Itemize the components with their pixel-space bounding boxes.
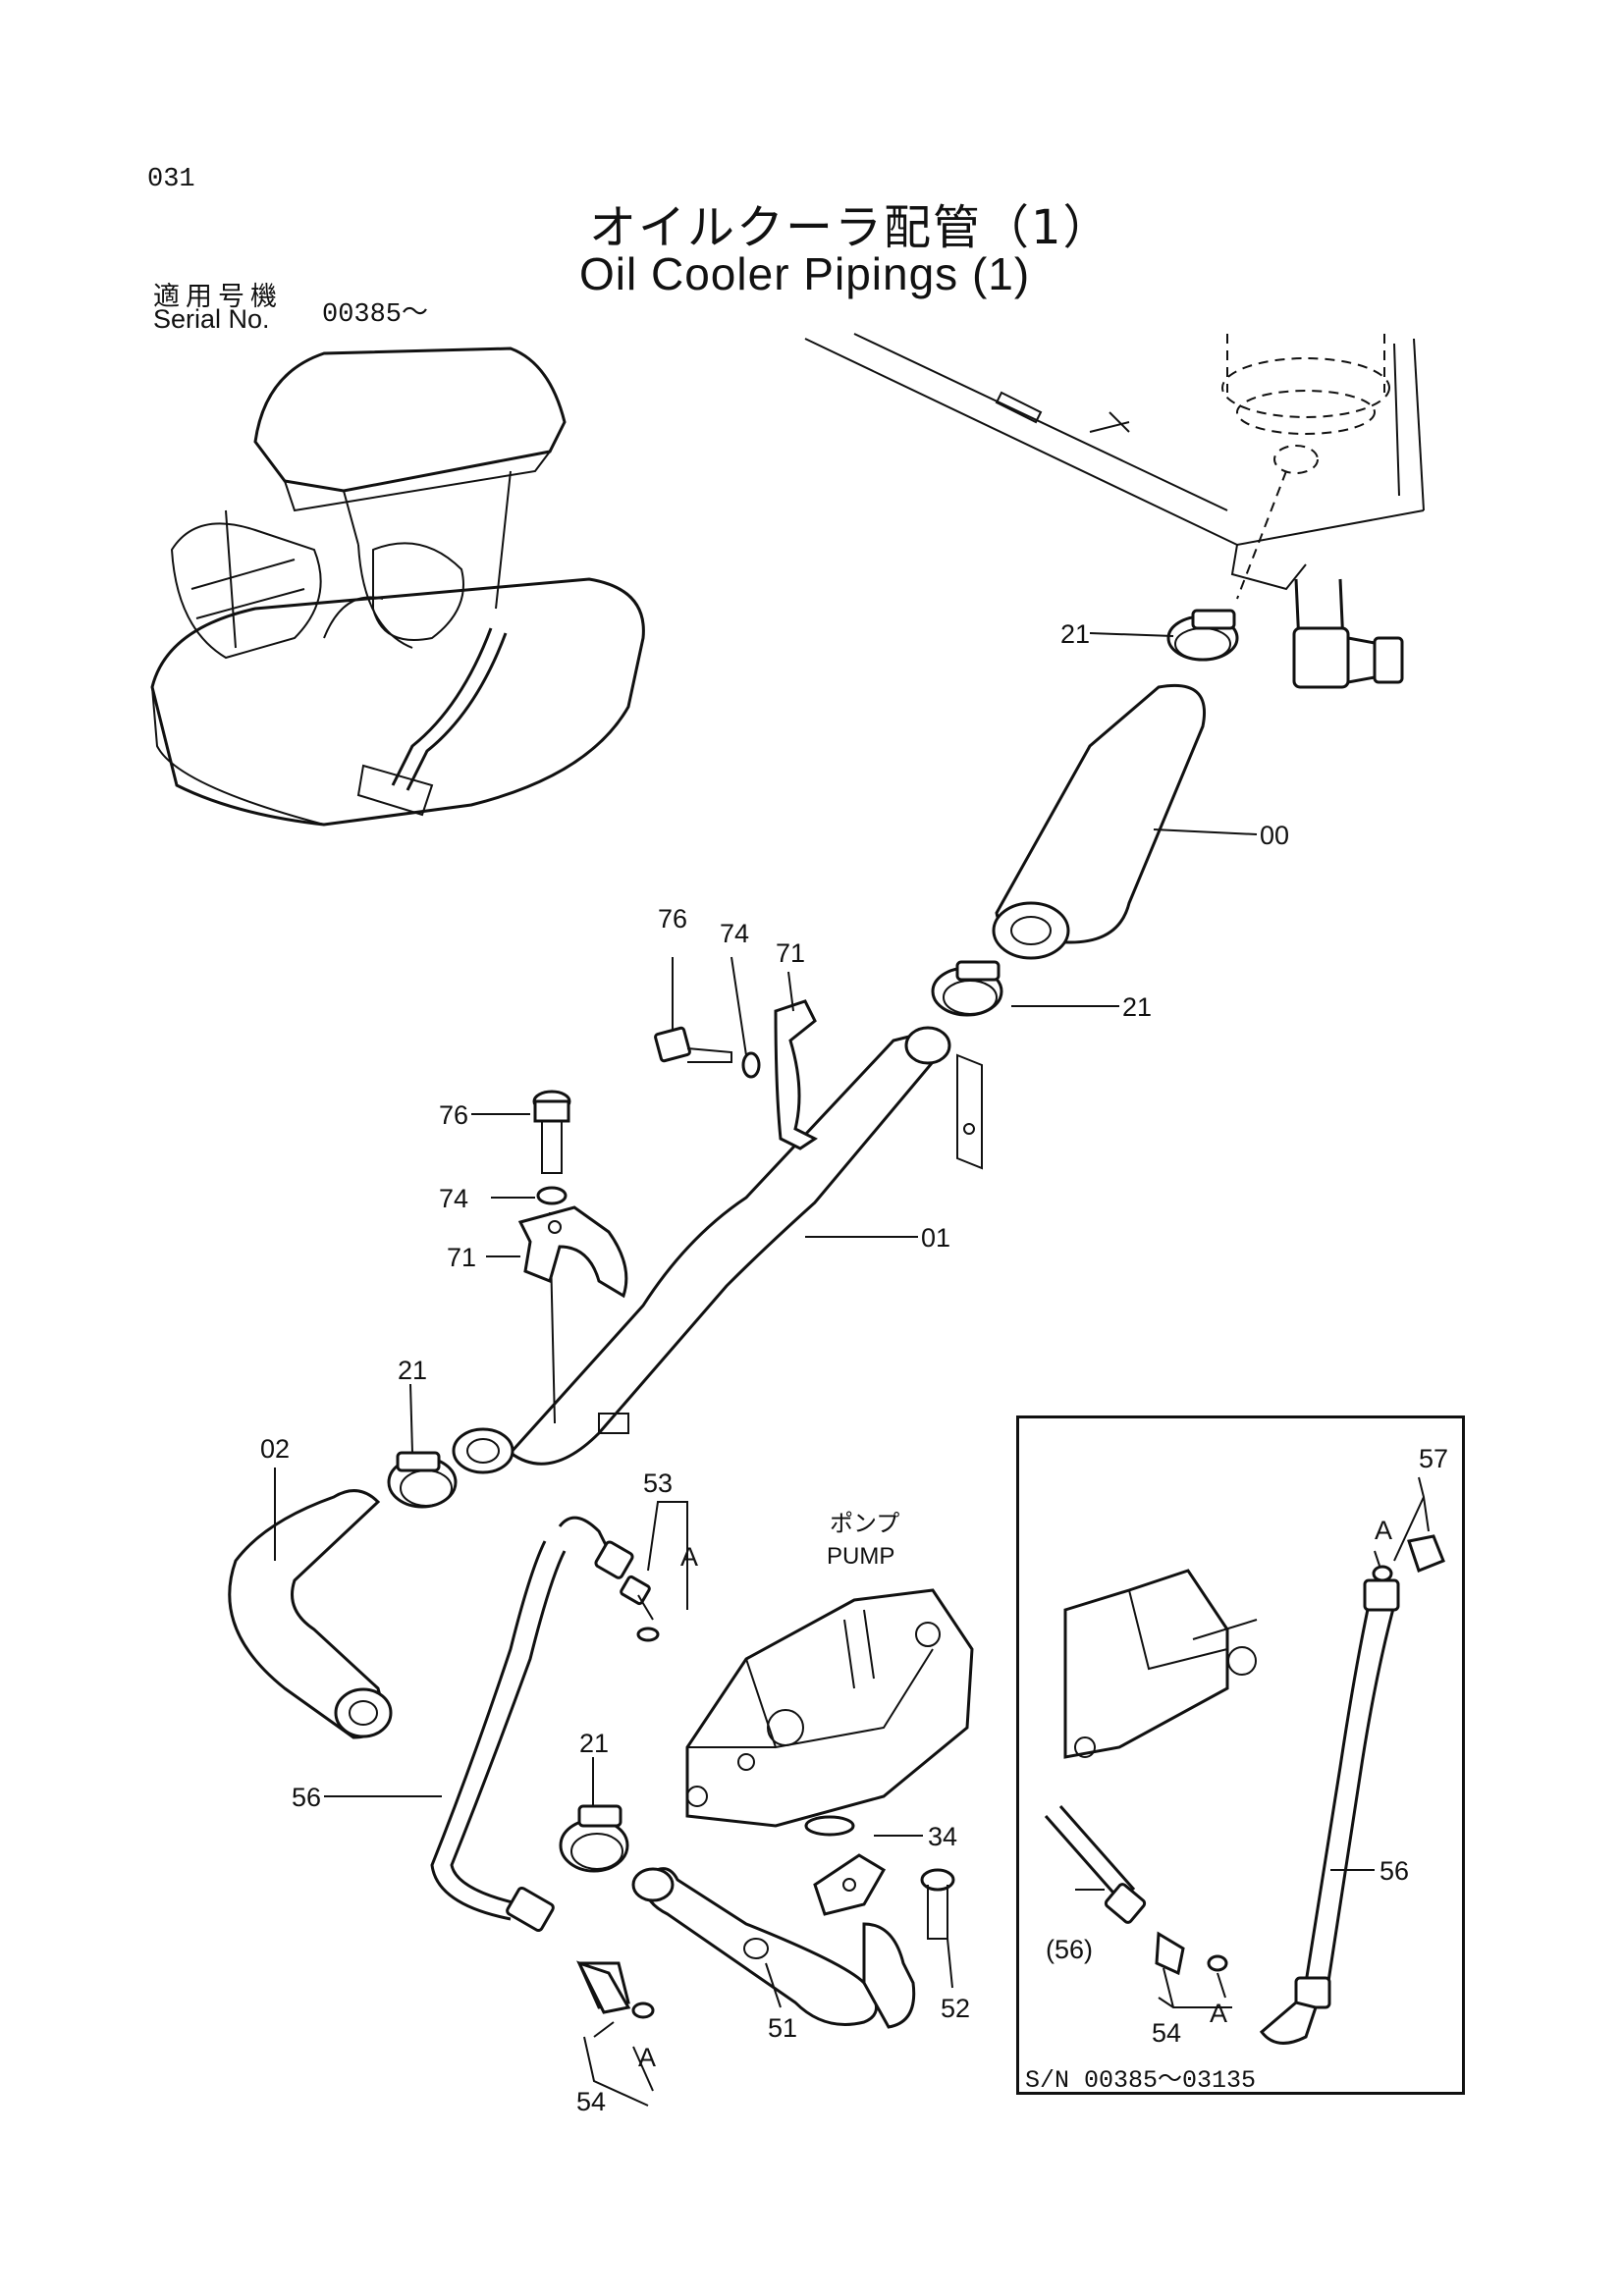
hose-clamp-21-top: [1166, 609, 1239, 662]
inset-fitting-57: [1372, 1534, 1445, 1582]
serial-number-value: 00385～: [322, 300, 429, 330]
pipe-01: [452, 1026, 951, 1474]
inset-fitting-54: [1155, 1931, 1228, 1976]
label-57: 57: [1419, 1444, 1448, 1473]
label-ref-a-4: A: [1210, 1999, 1227, 2028]
title-japanese: オイルクーラ配管（1）: [589, 200, 1112, 255]
label-54-main: 54: [576, 2087, 606, 2116]
label-02: 02: [260, 1434, 290, 1464]
washer-74-lower: [536, 1186, 568, 1205]
pump-label-japanese: ポンプ: [830, 1511, 899, 1537]
hose-clamp-21-low: [387, 1451, 458, 1509]
fitting-53: [620, 1575, 660, 1642]
hydraulic-pump: [685, 1588, 974, 1828]
fitting-54: [576, 1960, 655, 2019]
page-number: 031: [147, 165, 195, 194]
pipe-51: [631, 1853, 916, 2029]
label-74-upper: 74: [720, 919, 749, 948]
label-21-mid: 21: [1122, 992, 1152, 1022]
inset-pump: [1063, 1569, 1257, 1759]
label-ref-a-3: A: [1375, 1516, 1392, 1545]
hose-00: [992, 683, 1206, 960]
leader-lines: [274, 632, 1430, 2107]
label-52: 52: [941, 1994, 970, 2023]
pump-label-english: PUMP: [827, 1543, 894, 1570]
o-ring-34: [804, 1815, 855, 1837]
bolt-76-upper: [654, 1026, 732, 1063]
label-01: 01: [921, 1223, 950, 1253]
label-76-upper: 76: [658, 904, 687, 934]
label-56-inset-ref: (56): [1046, 1935, 1093, 1964]
washer-74-upper: [741, 1051, 761, 1079]
label-21-low: 21: [398, 1356, 427, 1385]
label-71-lower: 71: [447, 1243, 476, 1272]
mount-plate: [956, 1053, 983, 1170]
bracket-71-upper: [774, 999, 818, 1150]
label-71-upper: 71: [776, 938, 805, 968]
label-53: 53: [643, 1468, 673, 1498]
label-76-lower: 76: [439, 1100, 468, 1130]
label-ref-a-2: A: [638, 2043, 656, 2072]
bracket-71-lower: [517, 1205, 628, 1299]
label-51: 51: [768, 2013, 797, 2043]
label-56-main: 56: [292, 1783, 321, 1812]
serial-label-japanese: 適用号機: [153, 282, 283, 312]
machine-overview-sketch: [150, 347, 645, 827]
label-74-lower: 74: [439, 1184, 468, 1213]
hose-clamp-21-mid: [931, 960, 1003, 1017]
hose-clamp-21-pump: [559, 1804, 629, 1873]
bolt-52: [920, 1868, 955, 1940]
inset-frame: [1016, 1415, 1465, 2095]
bolt-76-lower: [532, 1090, 571, 1174]
label-21-top: 21: [1060, 619, 1090, 649]
hose-56: [430, 1516, 634, 2009]
serial-label-english: Serial No.: [153, 304, 270, 334]
label-ref-a-1: A: [680, 1542, 698, 1572]
label-21-pump: 21: [579, 1729, 609, 1758]
label-34: 34: [928, 1822, 957, 1851]
inset-serial-range: S/N 00385～03135: [1025, 2066, 1257, 2095]
oil-cooler-frame: [804, 333, 1425, 689]
title-english: Oil Cooler Pipings (1): [579, 248, 1031, 299]
label-00: 00: [1260, 821, 1289, 850]
label-54-inset: 54: [1152, 2018, 1181, 2048]
hose-02: [228, 1489, 393, 1739]
inset-hose-56-ref: [1044, 1805, 1147, 1924]
inset-hose-56: [1259, 1578, 1400, 2045]
label-56-inset: 56: [1380, 1856, 1409, 1886]
